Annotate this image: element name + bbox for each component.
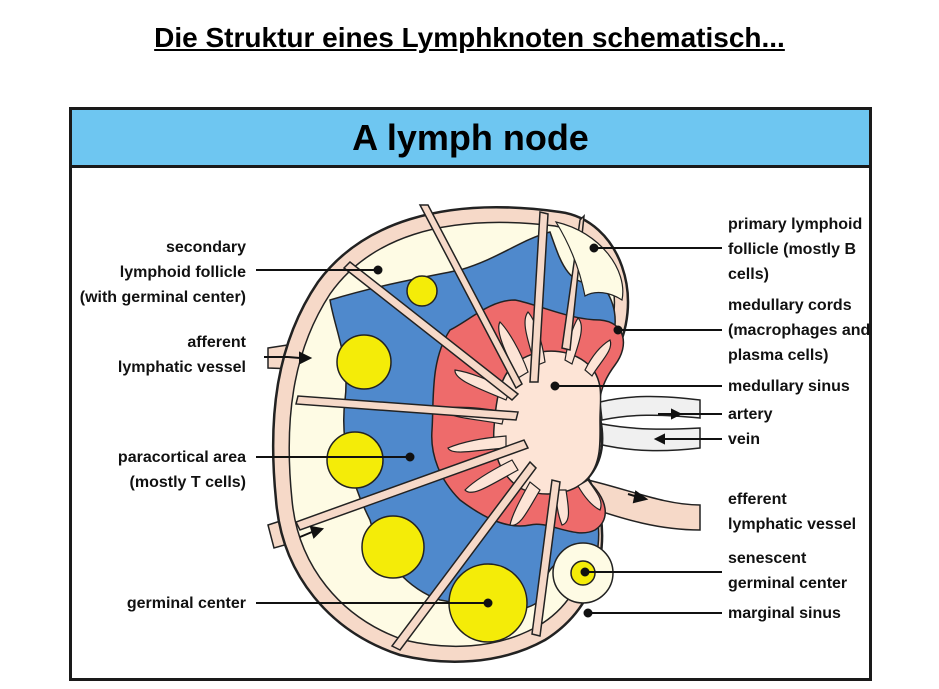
label-senescent-1: senescent	[728, 550, 807, 567]
label-primary-follicle-3: cells)	[728, 266, 769, 283]
label-secondary-follicle-2: lymphoid follicle	[120, 264, 246, 281]
label-secondary-follicle-1: secondary	[166, 239, 246, 256]
primary-lymphoid-follicle	[554, 221, 624, 301]
label-medullary-sinus: medullary sinus	[728, 378, 850, 395]
label-senescent-2: germinal center	[728, 575, 847, 592]
label-primary-follicle-2: follicle (mostly B	[728, 241, 856, 258]
vein-vessel	[597, 423, 701, 452]
efferent-vessel	[581, 479, 701, 531]
label-afferent-1: afferent	[187, 334, 246, 351]
label-artery: artery	[728, 406, 773, 423]
germinal-center-middle-left	[326, 431, 384, 489]
label-marginal-sinus: marginal sinus	[728, 605, 841, 622]
label-paracortical-1: paracortical area	[118, 449, 246, 466]
label-medullary-cords-3: plasma cells)	[728, 347, 829, 364]
label-medullary-cords-2: (macrophages and	[728, 322, 870, 339]
leader-lines	[256, 243, 722, 618]
label-efferent-2: lymphatic vessel	[728, 516, 856, 533]
germinal-center-upper-left	[336, 334, 392, 390]
label-paracortical-2: (mostly T cells)	[130, 474, 246, 491]
page-title: Die Struktur eines Lymphknoten schematis…	[154, 22, 785, 53]
label-germinal-center: germinal center	[127, 595, 246, 612]
labels-right: primary lymphoid follicle (mostly B cell…	[728, 216, 870, 622]
germinal-center-small	[406, 275, 438, 307]
flow-arrows	[287, 351, 683, 539]
diagram-frame: A lymph node	[69, 107, 872, 681]
germinal-center-lower-left	[361, 515, 425, 579]
label-efferent-1: efferent	[728, 491, 787, 508]
diagram-title: A lymph node	[72, 110, 869, 168]
label-primary-follicle-1: primary lymphoid	[728, 216, 862, 233]
hilum-vessels	[597, 395, 701, 452]
artery-vessel	[599, 395, 701, 421]
labels-left: secondary lymphoid follicle (with germin…	[80, 239, 247, 612]
label-medullary-cords-1: medullary cords	[728, 297, 852, 314]
label-vein: vein	[728, 431, 760, 448]
label-secondary-follicle-3: (with germinal center)	[80, 289, 246, 306]
germinal-centers	[326, 275, 528, 643]
label-afferent-2: lymphatic vessel	[118, 359, 246, 376]
